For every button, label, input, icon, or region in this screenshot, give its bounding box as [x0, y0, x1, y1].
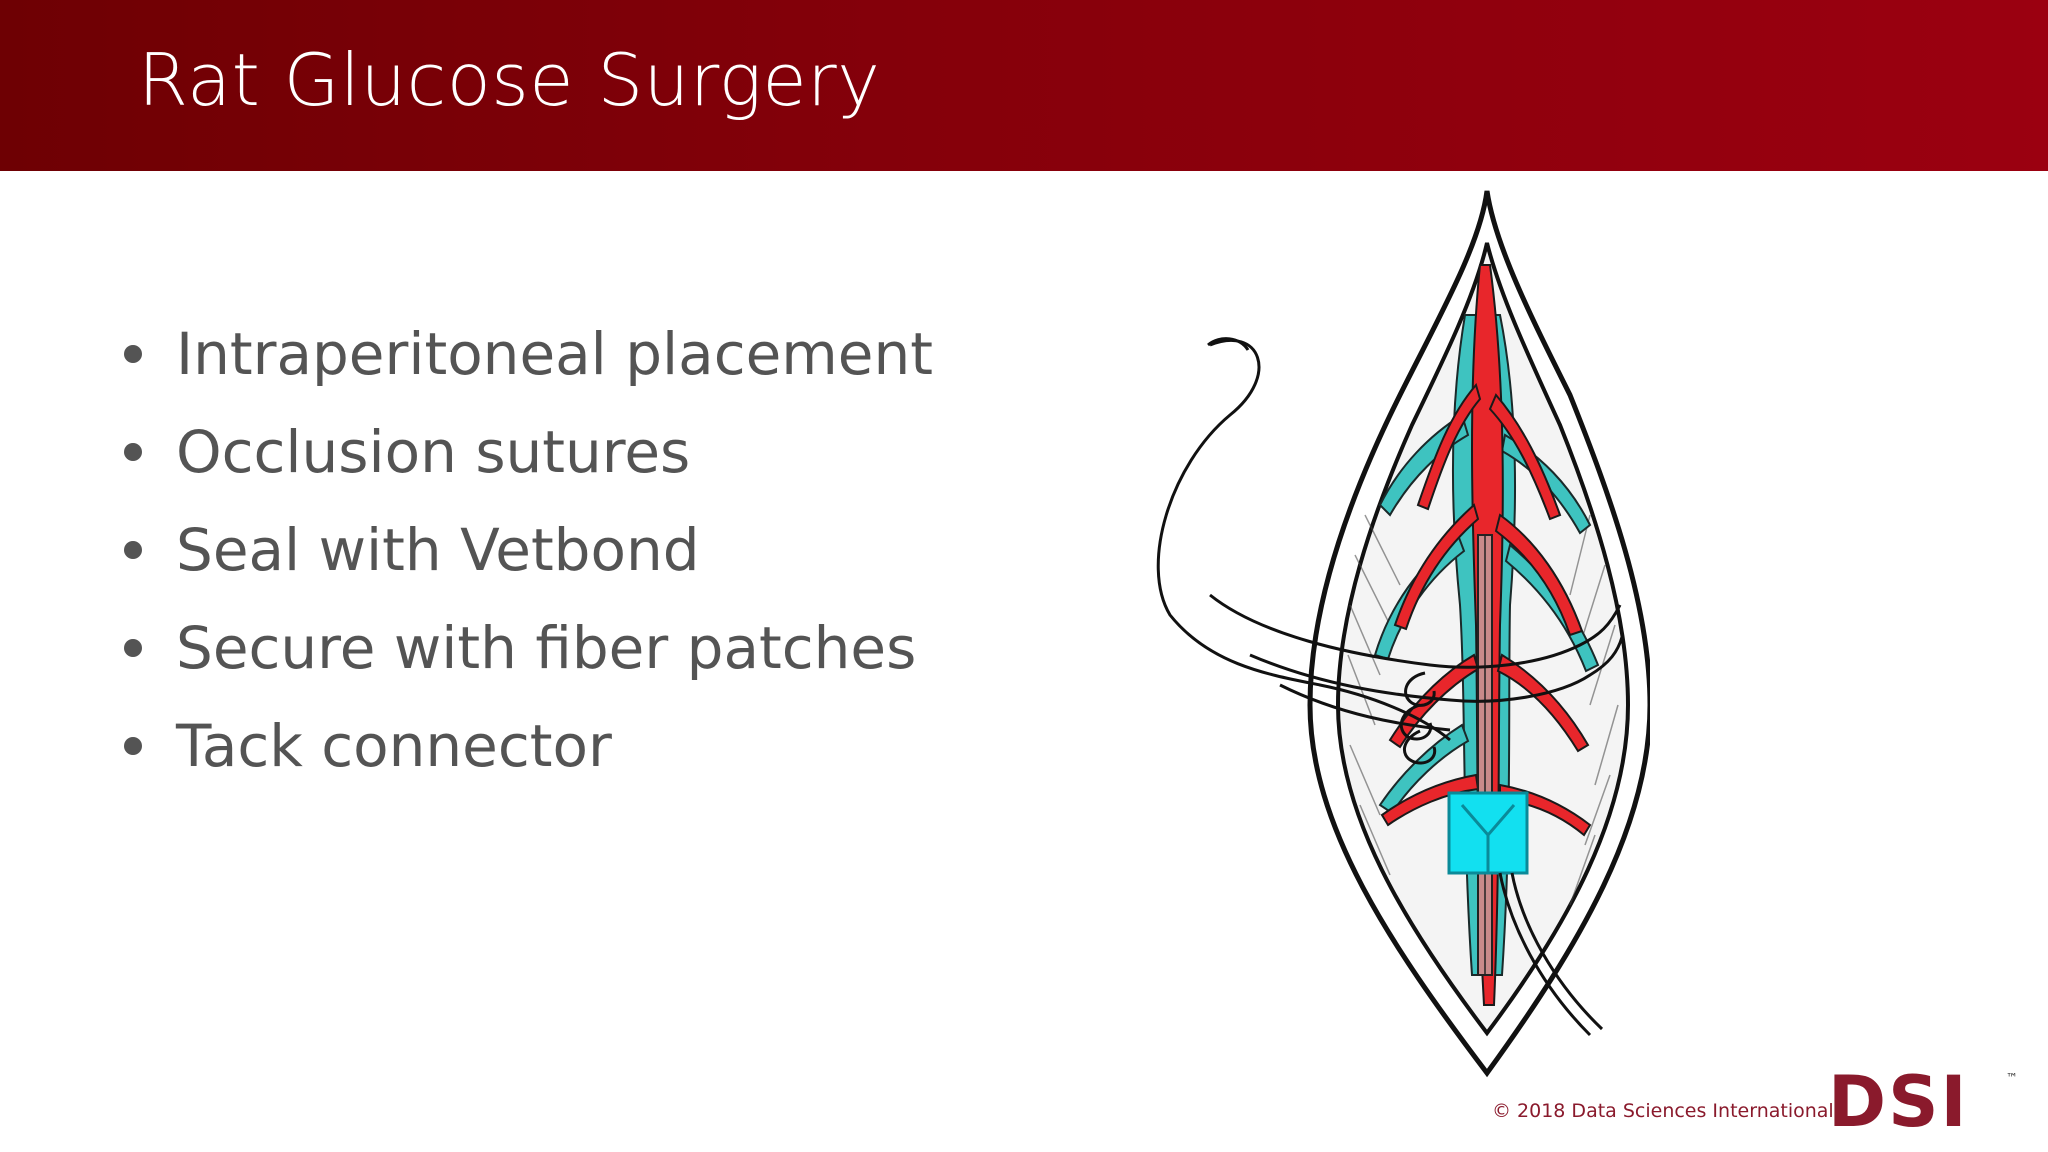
- bullet-list: Intraperitoneal placement Occlusion sutu…: [120, 305, 933, 795]
- bullet-text: Secure with fiber patches: [176, 614, 917, 682]
- title-bar: Rat Glucose Surgery: [0, 0, 2048, 171]
- bullet-dot: [124, 443, 142, 461]
- lead-wire: [1498, 872, 1604, 1037]
- bullet-dot: [124, 737, 142, 755]
- bullet-item: Intraperitoneal placement: [120, 305, 933, 403]
- catheter: [1477, 534, 1493, 976]
- svg-text:DSI: DSI: [1828, 1068, 1969, 1132]
- copyright-text: © 2018 Data Sciences International: [1492, 1100, 1834, 1122]
- bullet-text: Intraperitoneal placement: [176, 320, 933, 388]
- bullet-text: Seal with Vetbond: [176, 516, 700, 584]
- slide-title: Rat Glucose Surgery: [138, 38, 881, 122]
- bullet-dot: [124, 639, 142, 657]
- bullet-item: Seal with Vetbond: [120, 501, 933, 599]
- connector: [1447, 791, 1529, 875]
- bullet-text: Tack connector: [176, 712, 612, 780]
- surgery-illustration: [1156, 190, 1650, 1078]
- bullet-item: Occlusion sutures: [120, 403, 933, 501]
- bullet-text: Occlusion sutures: [176, 418, 691, 486]
- bullet-dot: [124, 345, 142, 363]
- bullet-item: Secure with fiber patches: [120, 599, 933, 697]
- bullet-item: Tack connector: [120, 697, 933, 795]
- svg-text:™: ™: [2006, 1071, 2018, 1085]
- bullet-dot: [124, 541, 142, 559]
- sutures: [1156, 337, 1624, 765]
- dsi-logo: DSI ™: [1828, 1068, 2018, 1132]
